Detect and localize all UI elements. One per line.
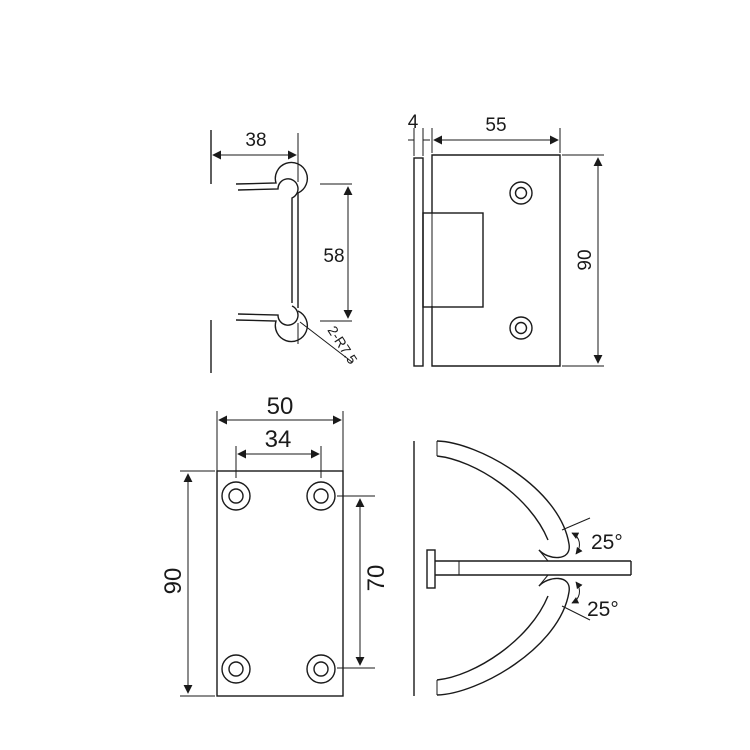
swing-top-view: 25° 25° [413,440,632,696]
dim-90-right-label: 90 [575,249,596,270]
dim-70-label: 70 [363,565,390,592]
dim-34-label: 34 [265,426,292,453]
dim-38-label: 38 [245,130,266,151]
dim-55-label: 55 [485,115,506,136]
angle-top-label: 25° [591,531,623,554]
dim-58-label: 58 [323,246,344,267]
plate-view: 50 34 90 70 [160,393,390,697]
front-view: 4 55 90 [408,112,604,367]
dim-50-label: 50 [267,393,294,420]
dim-90-left-label: 90 [160,568,187,595]
side-profile-view: 38 58 2-R7.5 [210,130,361,373]
dim-4-label: 4 [408,112,419,133]
angle-bottom-label: 25° [587,598,619,621]
